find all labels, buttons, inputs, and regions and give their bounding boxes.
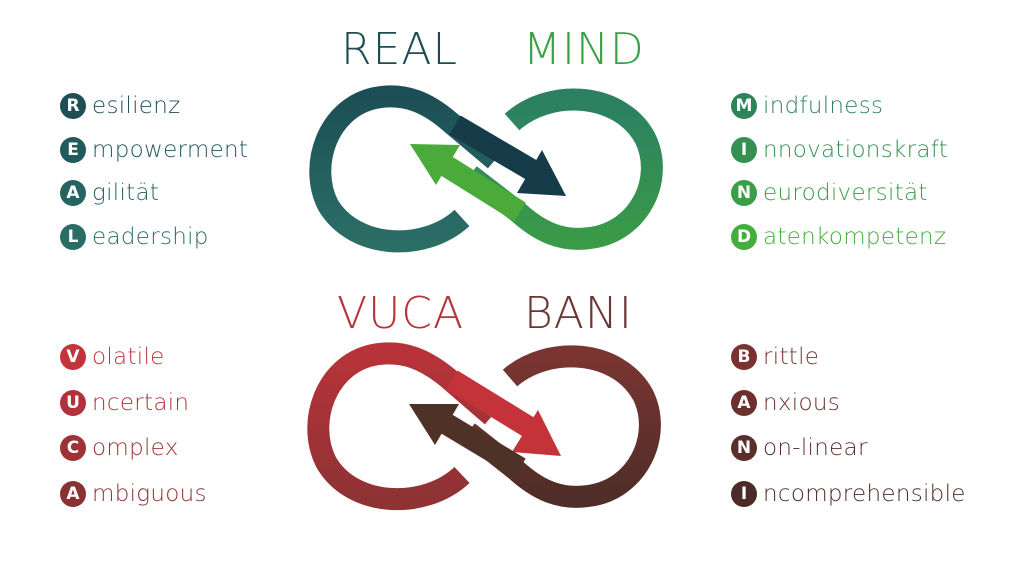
mind-item-neurodiversitaet: N eurodiversität bbox=[731, 178, 928, 208]
item-label: omplex bbox=[92, 435, 179, 461]
real-left-loop bbox=[309, 85, 503, 253]
bani-item-brittle: B rittle bbox=[731, 342, 819, 372]
item-label: nnovationskraft bbox=[763, 137, 949, 163]
letter-badge: V bbox=[60, 344, 86, 370]
item-label: eurodiversität bbox=[763, 180, 928, 206]
item-label: on-linear bbox=[763, 435, 868, 461]
item-label: eadership bbox=[92, 224, 209, 250]
vuca-item-complex: C omplex bbox=[60, 433, 179, 463]
mind-right-loop bbox=[463, 88, 663, 250]
vuca-item-ambiguous: A mbiguous bbox=[60, 479, 207, 509]
real-title: REAL bbox=[341, 24, 458, 75]
vuca-title: VUCA bbox=[337, 288, 465, 339]
letter-badge: A bbox=[731, 390, 757, 416]
mind-item-mindfulness: M indfulness bbox=[731, 91, 883, 121]
bani-item-incomprehensible: I ncomprehensible bbox=[731, 479, 966, 509]
letter-badge: R bbox=[60, 93, 86, 119]
vuca-left-loop bbox=[307, 342, 500, 511]
real-item-leadership: L eadership bbox=[60, 222, 209, 252]
mind-item-innovationskraft: I nnovationskraft bbox=[731, 135, 948, 165]
bani-arrow-shaft bbox=[434, 410, 526, 478]
real-item-empowerment: E mpowerment bbox=[60, 135, 248, 165]
letter-badge: L bbox=[60, 224, 86, 250]
item-label: ncertain bbox=[92, 390, 190, 416]
real-arrow-head bbox=[517, 150, 566, 196]
mind-arrow-head bbox=[410, 144, 460, 185]
item-label: rittle bbox=[763, 344, 820, 370]
item-label: olatile bbox=[92, 344, 165, 370]
letter-badge: A bbox=[60, 180, 86, 206]
item-label: ncomprehensible bbox=[763, 481, 966, 507]
mind-arrow-shaft bbox=[434, 152, 526, 222]
letter-badge: I bbox=[731, 137, 757, 163]
vuca-arrow-head bbox=[512, 410, 561, 456]
letter-badge: D bbox=[731, 224, 757, 250]
bani-item-anxious: A nxious bbox=[731, 388, 840, 418]
real-item-agilitaet: A gilität bbox=[60, 178, 159, 208]
item-label: atenkompetenz bbox=[763, 224, 947, 250]
bani-title: BANI bbox=[524, 288, 633, 339]
item-label: mbiguous bbox=[92, 481, 207, 507]
vuca-arrow-shaft bbox=[446, 370, 536, 438]
item-label: gilität bbox=[92, 180, 160, 206]
bani-right-loop bbox=[461, 345, 661, 508]
item-label: mpowerment bbox=[92, 137, 249, 163]
letter-badge: E bbox=[60, 137, 86, 163]
mind-item-datenkompetenz: D atenkompetenz bbox=[731, 222, 946, 252]
mind-title: MIND bbox=[523, 24, 645, 75]
letter-badge: N bbox=[731, 435, 757, 461]
letter-badge: I bbox=[731, 481, 757, 507]
letter-badge: B bbox=[731, 344, 757, 370]
item-label: indfulness bbox=[763, 93, 884, 119]
letter-badge: U bbox=[60, 390, 86, 416]
bani-item-non-linear: N on-linear bbox=[731, 433, 868, 463]
letter-badge: C bbox=[60, 435, 86, 461]
vuca-item-volatile: V olatile bbox=[60, 342, 165, 372]
letter-badge: N bbox=[731, 180, 757, 206]
item-label: nxious bbox=[763, 390, 841, 416]
vuca-item-uncertain: U ncertain bbox=[60, 388, 189, 418]
item-label: esilienz bbox=[92, 93, 181, 119]
real-item-resilienz: R esilienz bbox=[60, 91, 181, 121]
real-arrow-shaft bbox=[449, 115, 541, 182]
letter-badge: M bbox=[731, 93, 757, 119]
bani-arrow-head bbox=[409, 404, 459, 445]
letter-badge: A bbox=[60, 481, 86, 507]
